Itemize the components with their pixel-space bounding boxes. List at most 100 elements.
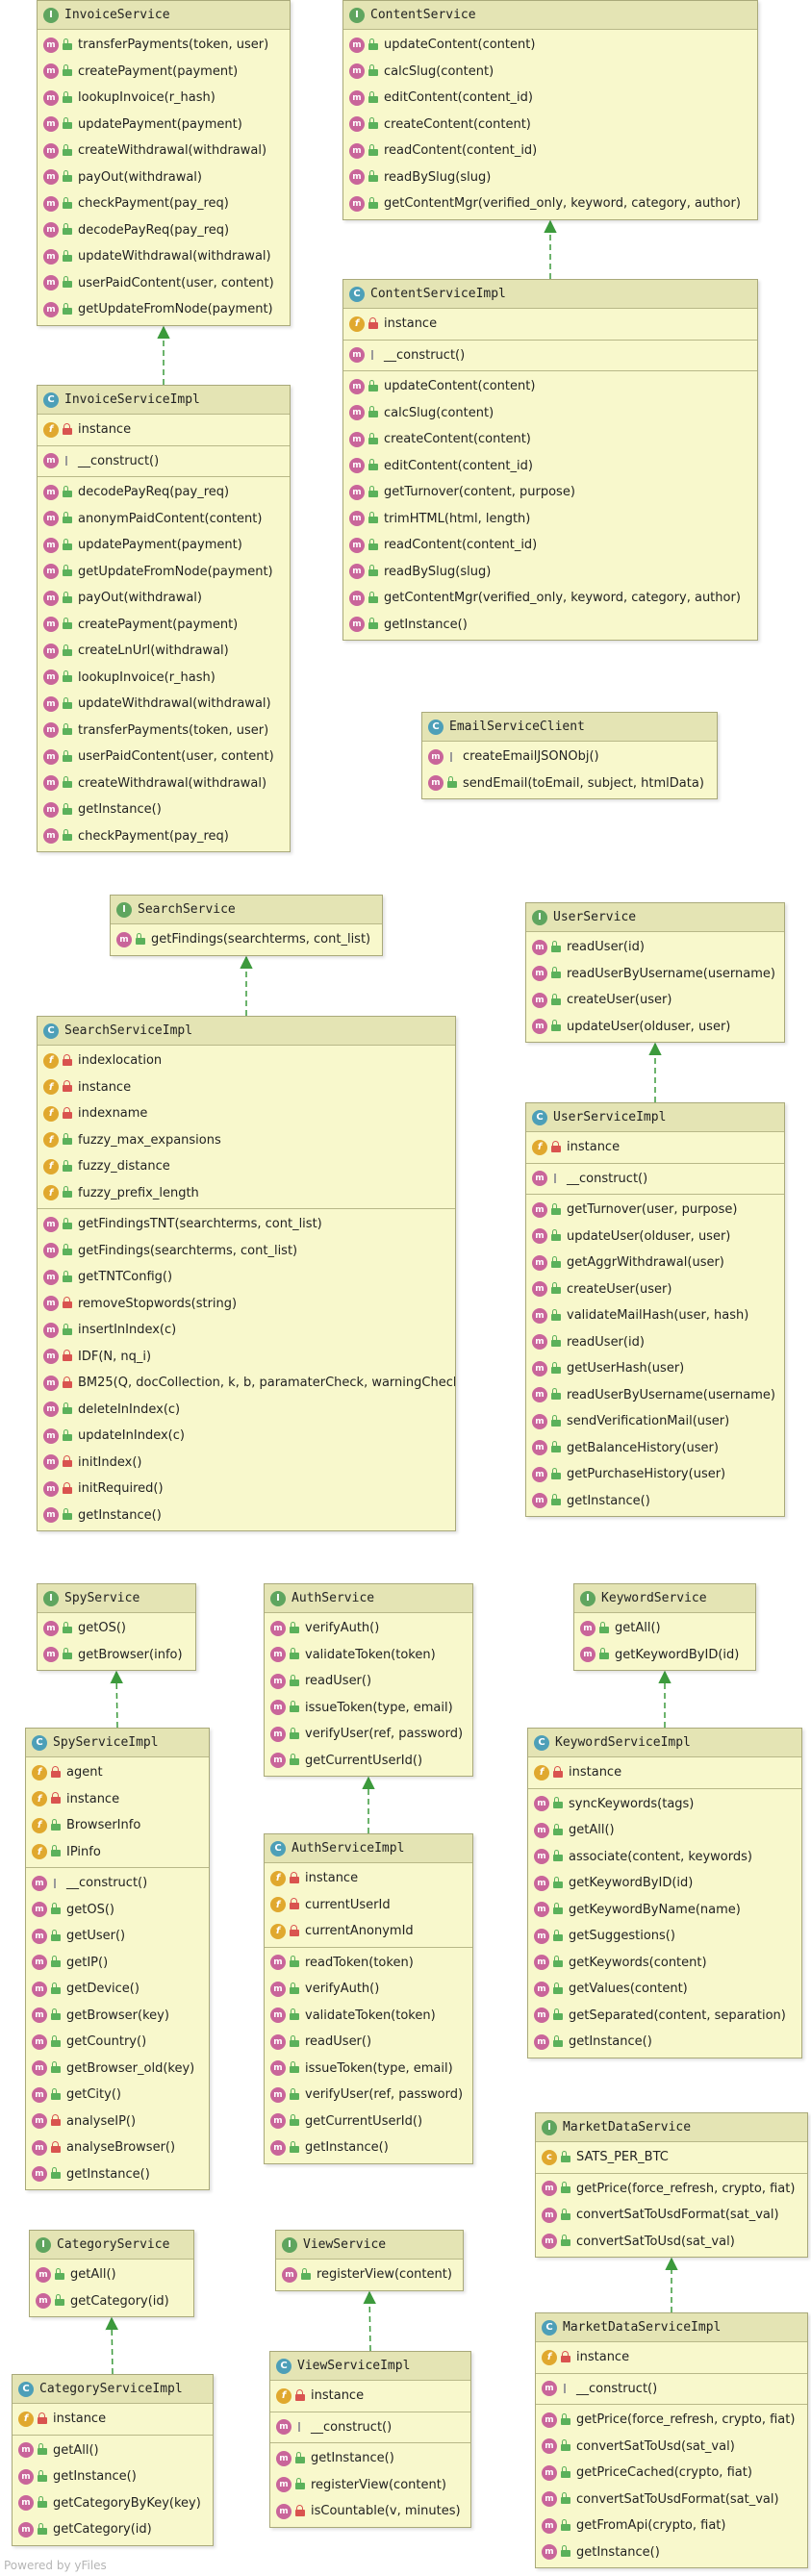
method-row[interactable]: m__construct() [270, 2414, 470, 2441]
method-row[interactable]: m__construct() [38, 448, 290, 475]
method-row[interactable]: m__construct() [526, 1166, 784, 1193]
